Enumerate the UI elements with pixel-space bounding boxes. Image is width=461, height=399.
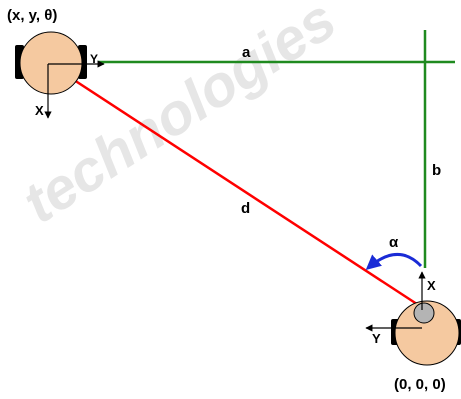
segment-a-label: a [242, 44, 251, 61]
robot-top-y-axis-label: Y [90, 52, 98, 66]
angle-alpha-label: α [389, 234, 399, 251]
robot-bottom-body [394, 300, 460, 366]
angle-alpha-arc [365, 253, 423, 270]
distance-d-label: d [241, 200, 250, 217]
robot-top-pose-label: (x, y, θ) [7, 7, 57, 24]
distance-d-line [47, 61, 424, 310]
robot-top-x-axis-label: X [35, 103, 44, 118]
robot-bottom-x-axis-label: X [427, 278, 436, 293]
robot-bottom [365, 271, 461, 366]
robot-bottom-pose-label: (0, 0, 0) [394, 376, 446, 393]
robot-bottom-y-axis-label: Y [372, 331, 381, 346]
robot-top-body [19, 31, 83, 95]
segment-b-label: b [432, 162, 441, 179]
robot-top [15, 31, 105, 119]
robot-bottom-sensor [413, 302, 435, 324]
